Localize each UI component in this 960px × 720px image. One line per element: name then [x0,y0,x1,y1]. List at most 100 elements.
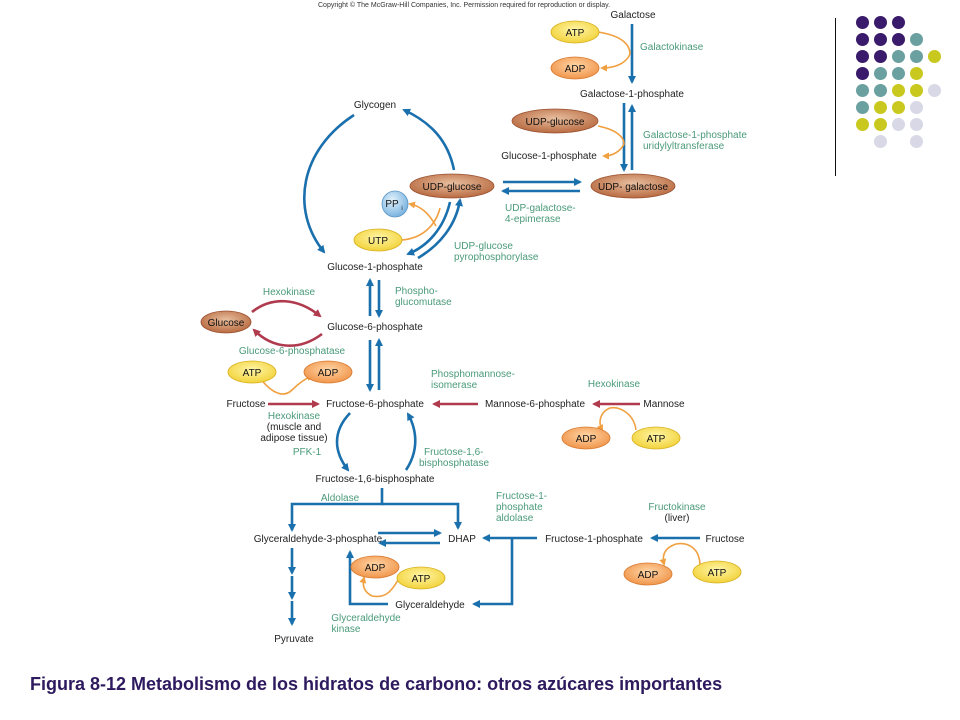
arrow-glycogen-to-g1p [303,113,355,254]
figure-caption: Figura 8-12 Metabolismo de los hidratos … [30,674,723,694]
capsule-adp-hexokinase: ADP [303,360,353,384]
label-glyceraldehyde: Glyceraldehyde [395,600,465,611]
enzyme-glucose-6-phosphatase: Glucose-6-phosphatase [239,346,346,357]
theme-dot [856,50,869,63]
svg-text:ADP: ADP [565,64,586,75]
enzyme-pfk1: PFK-1 [293,447,322,458]
enzyme-fructokinase: Fructokinase [648,502,706,513]
arrow-atp-adp-galactokinase [597,31,631,72]
label-glucose-1-phosphate: Glucose-1-phosphate [327,262,423,273]
label-mannose-6-phosphate: Mannose-6-phosphate [485,399,586,410]
red-arrows [251,299,640,408]
theme-dot [910,67,923,80]
theme-dot [910,33,923,46]
svg-text:Glucose: Glucose [208,318,245,329]
capsule-adp-galactokinase: ADP [550,56,600,80]
enzyme-udpg-pyrophosphorylase-1: UDP-glucose [454,241,513,252]
arrow-udpglucose-to-glycogen [402,108,456,171]
copyright-notice: Copyright © The McGraw-Hill Companies, I… [318,1,610,9]
svg-text:UDP-glucose: UDP-glucose [526,117,585,128]
theme-dot [856,33,869,46]
enzyme-f1p-aldolase-3: aldolase [496,513,534,524]
arrow-atp-adp-hexokinase-fructose [259,374,314,395]
label-glucose-1-phosphate-top: Glucose-1-phosphate [501,151,597,162]
enzyme-hexokinase-mannose: Hexokinase [588,379,641,390]
theme-dot [874,50,887,63]
arrow-f1p-to-glyceraldehyde [472,538,514,608]
capsule-udp-glucose-top: UDP-glucose [511,108,599,134]
theme-dot [910,101,923,114]
svg-text:ATP: ATP [647,434,666,445]
arrow-ppi-out [408,201,437,227]
label-galactose-1-phosphate: Galactose-1-phosphate [580,89,684,100]
enzyme-gal1p-uridylyltransferase-1: Galactose-1-phosphate [643,130,747,141]
label-glucose-6-phosphate: Glucose-6-phosphate [327,322,423,333]
label-fructose-6-phosphate: Fructose-6-phosphate [326,399,424,410]
enzyme-aldolase: Aldolase [321,493,360,504]
svg-text:ATP: ATP [412,574,431,585]
theme-dot [910,50,923,63]
enzyme-hexokinase-fructose-3: adipose tissue) [260,433,327,444]
enzyme-galactokinase: Galactokinase [640,42,704,53]
arrow-atp-adp-glyceraldehyde-kinase [359,576,399,598]
theme-divider [835,18,836,176]
label-fructose-1-phosphate: Fructose-1-phosphate [545,534,643,545]
label-fructose-1-6-bisphosphate: Fructose-1,6-bisphosphate [316,474,435,485]
svg-text:ADP: ADP [638,570,659,581]
label-fructose-right: Fructose [706,534,745,545]
svg-text:UDP- galactose: UDP- galactose [598,182,668,193]
enzyme-labels: Galactokinase Galactose-1-phosphate urid… [239,42,747,635]
capsule-adp-glyceraldehyde-kinase: ADP [350,555,400,579]
svg-text:ATP: ATP [243,368,262,379]
arrow-aldolase-to-g3p [288,488,384,532]
enzyme-phosphoglucomutase-2: glucomutase [395,297,452,308]
capsule-atp-hexokinase: ATP [227,360,277,384]
label-glyceraldehyde-3-phosphate: Glyceraldehyde-3-phosphate [254,534,383,545]
enzyme-gal1p-uridylyltransferase-2: uridylyltransferase [643,141,725,152]
enzyme-phosphoglucomutase-1: Phospho- [395,286,438,297]
enzyme-epimerase-2: 4-epimerase [505,214,561,225]
theme-dot [874,33,887,46]
enzyme-f1p-aldolase-1: Fructose-1- [496,491,547,502]
capsules: ATP ADP UDP-glucose UDP-glucose UDP- gal… [200,20,742,590]
capsule-glucose: Glucose [200,310,252,334]
theme-dot [910,84,923,97]
label-dhap: DHAP [448,534,476,545]
label-fructose-left: Fructose [227,399,266,410]
svg-text:ADP: ADP [318,368,339,379]
arrow-glucose-6-phosphatase [252,328,323,347]
svg-text:ADP: ADP [576,434,597,445]
svg-text:ATP: ATP [708,568,727,579]
capsule-udp-galactose: UDP- galactose [590,173,676,199]
theme-dot [874,118,887,131]
theme-dot [892,50,905,63]
theme-dot [892,84,905,97]
enzyme-udpg-pyrophosphorylase-2: pyrophosphorylase [454,252,539,263]
arrow-atp-adp-hexokinase-mannose [596,406,637,432]
svg-text:i: i [401,206,402,212]
capsule-adp-mannose: ADP [561,426,611,450]
arrow-hexokinase-glucose [251,299,322,318]
blue-arrows [288,24,700,626]
svg-text:UTP: UTP [368,236,388,247]
arrow-pfk1 [335,412,351,472]
theme-dot [892,67,905,80]
theme-dot [856,101,869,114]
svg-text:ADP: ADP [365,563,386,574]
theme-dot [874,101,887,114]
enzyme-glyceraldehyde-kinase-1: Glyceraldehyde [331,613,401,624]
enzyme-fructokinase-note: (liver) [665,513,690,524]
arrow-glyceraldehyde-to-g3p [346,550,388,606]
enzyme-hexokinase-fructose-2: (muscle and [267,422,321,433]
arrow-atp-adp-fructokinase [659,542,701,567]
theme-dot [874,135,887,148]
capsule-utp: UTP [353,228,403,252]
theme-dot [856,84,869,97]
svg-text:PP: PP [385,199,399,210]
theme-dot [856,67,869,80]
arrow-udpglucose-to-g1p [406,201,452,256]
enzyme-phosphomannose-isomerase-1: Phosphomannose- [431,369,515,380]
theme-dot [892,101,905,114]
arrow-aldolase-to-dhap [382,502,462,530]
